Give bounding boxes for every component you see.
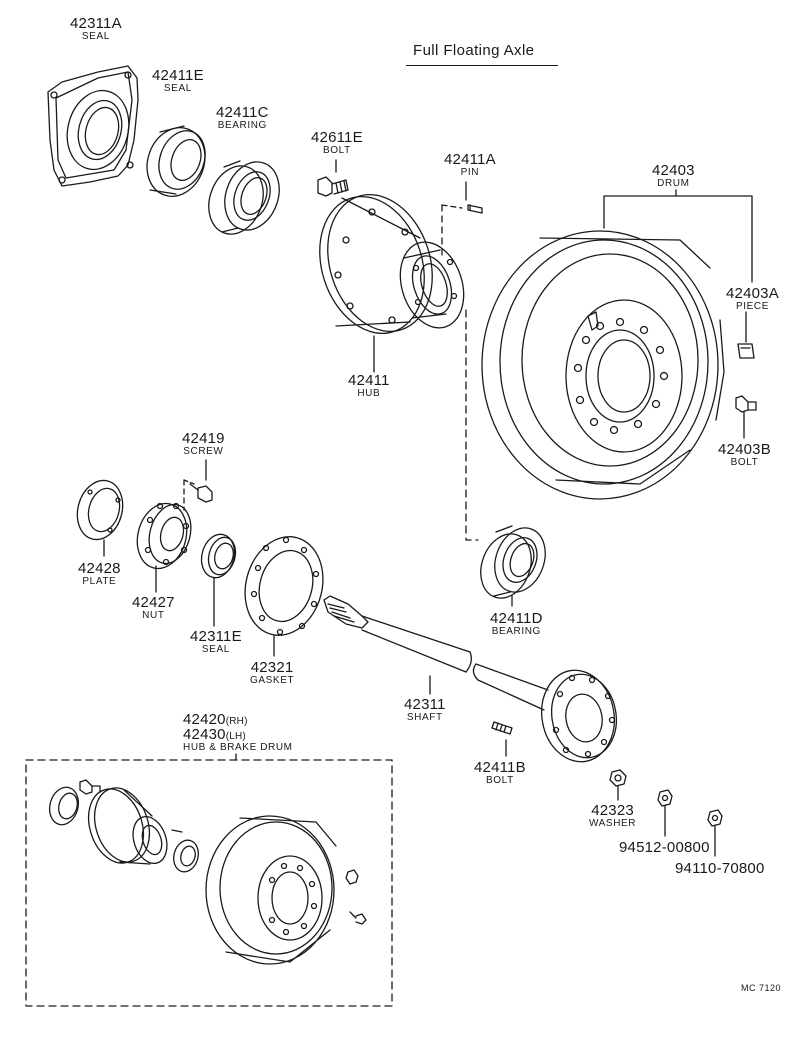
part-number: 42411: [348, 372, 390, 389]
part-number: 42611E: [311, 129, 363, 146]
part-number: 42411C: [216, 104, 269, 121]
part-number: 42411A: [444, 151, 496, 168]
screw-42419-drawing: [184, 460, 212, 510]
part-number: 42321: [250, 659, 294, 676]
leader-lines-upper: [336, 160, 752, 540]
piece-42403a-drawing: [738, 344, 754, 358]
part-name: WASHER: [589, 818, 637, 829]
diagram-title: Full Floating Axle: [413, 42, 535, 59]
bearing-42411d-drawing: [472, 521, 554, 606]
assembly-drawing: [46, 780, 366, 964]
part-number: 42403A: [726, 285, 779, 302]
part-number: 42323: [591, 802, 634, 819]
title-underline: [406, 65, 558, 66]
label-42428: 42428 PLATE: [78, 561, 121, 587]
label-42427: 42427 NUT: [132, 595, 175, 621]
label-42403b: 42403B BOLT: [718, 442, 771, 468]
gasket-42321-drawing: [234, 528, 333, 656]
label-94512-00800: 94512-00800: [619, 840, 710, 855]
label-42311: 42311 SHAFT: [404, 697, 446, 723]
seal-42311e-drawing: [197, 531, 240, 626]
part-name: NUT: [142, 610, 165, 621]
label-42323: 42323 WASHER: [589, 803, 636, 829]
part-number: 42420: [183, 711, 226, 728]
label-42611e: 42611E BOLT: [311, 130, 363, 156]
part-name: SCREW: [183, 446, 224, 457]
washer-and-nuts-drawing: [610, 770, 722, 856]
bolt-42411b-drawing: [492, 722, 512, 756]
diagram-code: MC 7120: [741, 983, 782, 993]
bolt-42611e-drawing: [318, 177, 348, 196]
part-name: HUB: [357, 388, 381, 399]
part-number: 42430: [183, 726, 226, 743]
seal-42311a-drawing: [48, 66, 138, 186]
part-number: 94110-70800: [675, 860, 765, 877]
part-name: BEARING: [217, 120, 267, 131]
nut-42427-drawing: [130, 498, 197, 592]
part-number: 94512-00800: [619, 839, 710, 856]
label-42321: 42321 GASKET: [250, 660, 294, 686]
part-number: 42403: [652, 162, 695, 179]
part-name: GASKET: [250, 675, 295, 686]
label-42411: 42411 HUB: [348, 373, 390, 399]
part-number: 42419: [182, 430, 225, 447]
label-42311a: 42311A SEAL: [70, 16, 122, 42]
part-name: BOLT: [323, 145, 351, 156]
part-name: PIN: [460, 167, 480, 178]
part-number: 42411E: [152, 67, 204, 84]
assembly-box: [26, 754, 392, 1006]
part-name: SHAFT: [406, 712, 443, 723]
part-name: BOLT: [730, 457, 759, 468]
part-number: 42311A: [70, 15, 122, 32]
label-42411c: 42411C BEARING: [216, 105, 269, 131]
part-number: 42428: [78, 560, 121, 577]
plate-42428-drawing: [71, 475, 129, 556]
part-name: PIECE: [735, 301, 769, 312]
label-94110-70800: 94110-70800: [675, 861, 765, 876]
label-42403a: 42403A PIECE: [726, 286, 779, 312]
part-name: SEAL: [81, 31, 110, 42]
part-number: 42311E: [190, 628, 242, 645]
part-name: SEAL: [163, 83, 192, 94]
label-42311e: 42311E SEAL: [190, 629, 242, 655]
part-name: BOLT: [486, 775, 514, 786]
part-number: 42403B: [718, 441, 771, 458]
assembly-rh-line: 42420(RH): [183, 712, 293, 727]
part-number: 42411B: [474, 759, 526, 776]
part-number: 42311: [404, 696, 446, 713]
hub-42411-drawing: [303, 181, 474, 347]
seal-42411e-drawing: [138, 120, 215, 205]
label-42411a: 42411A PIN: [444, 152, 496, 178]
label-42403: 42403 DRUM: [652, 163, 695, 189]
part-name: SEAL: [201, 644, 230, 655]
label-assembly: 42420(RH) 42430(LH) HUB & BRAKE DRUM: [183, 712, 293, 753]
label-42411d: 42411D BEARING: [490, 611, 543, 637]
label-42411b: 42411B BOLT: [474, 760, 526, 786]
label-42411e: 42411E SEAL: [152, 68, 204, 94]
drum-42403-drawing: [482, 231, 724, 499]
label-42419: 42419 SCREW: [182, 431, 225, 457]
part-name: DRUM: [657, 178, 690, 189]
side-tag: (RH): [225, 716, 248, 727]
bolt-42403b-drawing: [736, 396, 756, 412]
bearing-42411c-drawing: [200, 154, 289, 242]
assembly-lh-line: 42430(LH): [183, 727, 293, 742]
pin-42411a-drawing: [468, 205, 482, 213]
part-name: HUB & BRAKE DRUM: [183, 742, 293, 753]
part-number: 42427: [132, 594, 175, 611]
side-tag: (LH): [225, 731, 246, 742]
part-number: 42411D: [490, 610, 543, 627]
part-name: PLATE: [82, 576, 117, 587]
shaft-42311-drawing: [324, 596, 623, 768]
part-name: BEARING: [491, 626, 541, 637]
